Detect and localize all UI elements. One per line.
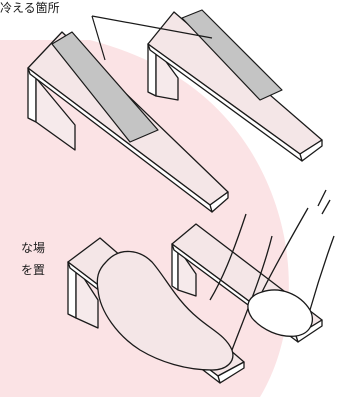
right-board: [147, 11, 323, 162]
left-foot: [96, 250, 234, 371]
right-foot: [247, 289, 313, 337]
side-text-line-2: を置: [20, 263, 45, 277]
side-text-line-1: な場: [20, 241, 45, 255]
left-cold-strip: [51, 31, 159, 143]
leader-lines: [91, 15, 213, 61]
right-cold-strip: [181, 9, 283, 101]
right-leg: [261, 189, 335, 311]
cold-spot-label: 冷える箇所: [0, 1, 60, 15]
